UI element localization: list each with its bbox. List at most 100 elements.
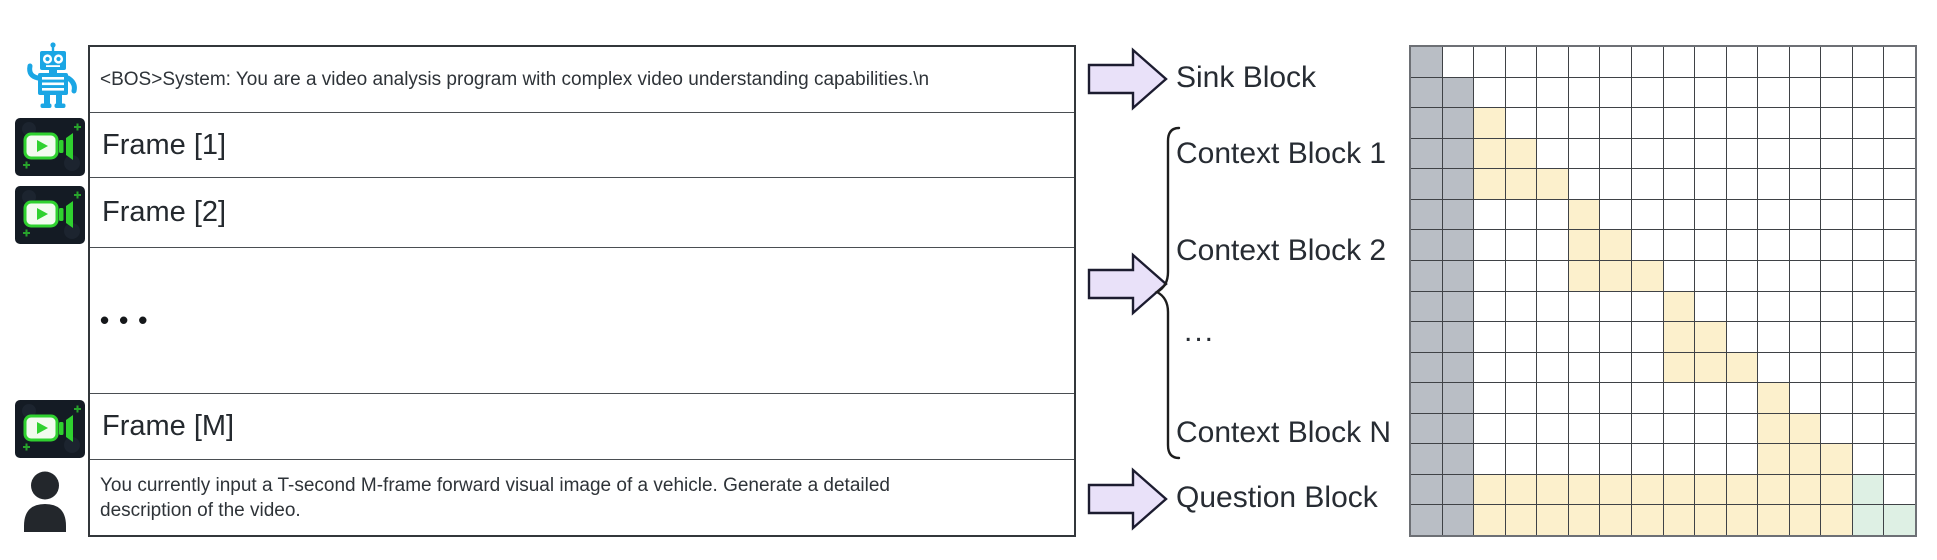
grid-cell-masked xyxy=(1631,77,1663,108)
grid-cell-masked xyxy=(1474,413,1505,444)
grid-cell-masked xyxy=(1505,260,1537,291)
grid-cell-masked xyxy=(1789,230,1821,260)
grid-cell-masked xyxy=(1600,199,1631,230)
system-prompt-text: <BOS>System: You are a video analysis pr… xyxy=(100,69,930,90)
grid-cell-masked xyxy=(1789,77,1821,108)
grid-cell-masked xyxy=(1695,108,1726,138)
grid-cell-masked xyxy=(1631,291,1663,322)
grid-cell-masked xyxy=(1758,230,1789,260)
grid-cell-masked xyxy=(1663,199,1695,230)
context-brace xyxy=(1154,126,1181,460)
grid-cell-sink xyxy=(1411,291,1442,322)
grid-cell-masked xyxy=(1537,352,1568,383)
grid-cell-masked xyxy=(1726,413,1758,444)
grid-cell-context xyxy=(1568,260,1600,291)
video-frame-icon xyxy=(15,186,85,244)
sink-block-label: Sink Block xyxy=(1176,61,1317,94)
grid-cell-masked xyxy=(1821,138,1852,169)
grid-cell-masked xyxy=(1663,230,1695,260)
prompt-row-frame-2: Frame [2] xyxy=(90,178,1074,248)
grid-cell-masked xyxy=(1789,352,1821,383)
grid-cell-sink xyxy=(1442,352,1474,383)
grid-cell-context xyxy=(1600,474,1631,505)
grid-cell-masked xyxy=(1695,291,1726,322)
grid-cell-context xyxy=(1474,108,1505,138)
grid-cell-context xyxy=(1600,230,1631,260)
grid-cell-masked xyxy=(1505,413,1537,444)
grid-cell-masked xyxy=(1631,138,1663,169)
grid-cell-masked xyxy=(1852,383,1884,413)
grid-cell-masked xyxy=(1631,230,1663,260)
grid-cell-masked xyxy=(1695,260,1726,291)
grid-cell-context xyxy=(1505,474,1537,505)
grid-cell-masked xyxy=(1568,77,1600,108)
grid-cell-context xyxy=(1631,505,1663,535)
grid-cell-context xyxy=(1789,413,1821,444)
grid-cell-masked xyxy=(1600,413,1631,444)
grid-cell-masked xyxy=(1726,383,1758,413)
grid-cell-masked xyxy=(1758,77,1789,108)
grid-cell-context xyxy=(1568,230,1600,260)
grid-cell-masked xyxy=(1568,47,1600,77)
grid-cell-context xyxy=(1758,505,1789,535)
grid-cell-context xyxy=(1568,474,1600,505)
grid-cell-sink xyxy=(1411,108,1442,138)
grid-cell-masked xyxy=(1505,444,1537,474)
context-block-2-label: Context Block 2 xyxy=(1176,234,1387,267)
grid-cell-masked xyxy=(1726,291,1758,322)
grid-cell-masked xyxy=(1537,230,1568,260)
question-text-line-2: description of the video. xyxy=(100,499,301,521)
grid-cell-masked xyxy=(1505,291,1537,322)
grid-cell-question xyxy=(1852,505,1884,535)
grid-cell-masked xyxy=(1600,108,1631,138)
grid-cell-masked xyxy=(1568,413,1600,444)
grid-cell-context xyxy=(1537,505,1568,535)
grid-cell-context xyxy=(1600,260,1631,291)
grid-cell-masked xyxy=(1852,444,1884,474)
grid-cell-context xyxy=(1695,322,1726,352)
grid-cell-masked xyxy=(1884,77,1915,108)
grid-cell-masked xyxy=(1695,230,1726,260)
grid-cell-context xyxy=(1695,474,1726,505)
grid-cell-masked xyxy=(1537,199,1568,230)
grid-cell-masked xyxy=(1852,138,1884,169)
grid-cell-masked xyxy=(1852,169,1884,199)
grid-cell-context xyxy=(1663,474,1695,505)
grid-cell-sink xyxy=(1442,138,1474,169)
grid-cell-masked xyxy=(1695,444,1726,474)
grid-cell-context xyxy=(1695,352,1726,383)
arrow-sink-icon xyxy=(1087,47,1168,111)
grid-cell-masked xyxy=(1789,260,1821,291)
grid-cell-masked xyxy=(1789,322,1821,352)
grid-cell-masked xyxy=(1600,77,1631,108)
grid-cell-masked xyxy=(1821,352,1852,383)
prompt-row-frame-m: Frame [M] xyxy=(90,394,1074,460)
grid-cell-sink xyxy=(1442,199,1474,230)
grid-cell-masked xyxy=(1631,444,1663,474)
grid-cell-masked xyxy=(1600,322,1631,352)
prompt-row-question: You currently input a T-second M-frame f… xyxy=(90,460,1074,535)
grid-cell-masked xyxy=(1758,169,1789,199)
context-ellipsis-label: ... xyxy=(1184,315,1216,348)
grid-cell-masked xyxy=(1568,383,1600,413)
grid-cell-masked xyxy=(1537,444,1568,474)
grid-cell-context xyxy=(1474,474,1505,505)
grid-cell-context xyxy=(1789,505,1821,535)
grid-cell-context xyxy=(1474,169,1505,199)
grid-cell-masked xyxy=(1537,77,1568,108)
grid-cell-masked xyxy=(1600,444,1631,474)
grid-cell-masked xyxy=(1695,199,1726,230)
grid-cell-masked xyxy=(1852,199,1884,230)
grid-cell-masked xyxy=(1852,352,1884,383)
grid-cell-masked xyxy=(1884,291,1915,322)
grid-cell-masked xyxy=(1474,383,1505,413)
grid-cell-masked xyxy=(1537,108,1568,138)
grid-cell-context xyxy=(1568,505,1600,535)
grid-cell-masked xyxy=(1663,77,1695,108)
grid-cell-masked xyxy=(1821,108,1852,138)
context-block-1-label: Context Block 1 xyxy=(1176,137,1387,170)
grid-cell-sink xyxy=(1411,230,1442,260)
grid-cell-masked xyxy=(1884,444,1915,474)
grid-cell-masked xyxy=(1852,322,1884,352)
grid-cell-masked xyxy=(1568,138,1600,169)
